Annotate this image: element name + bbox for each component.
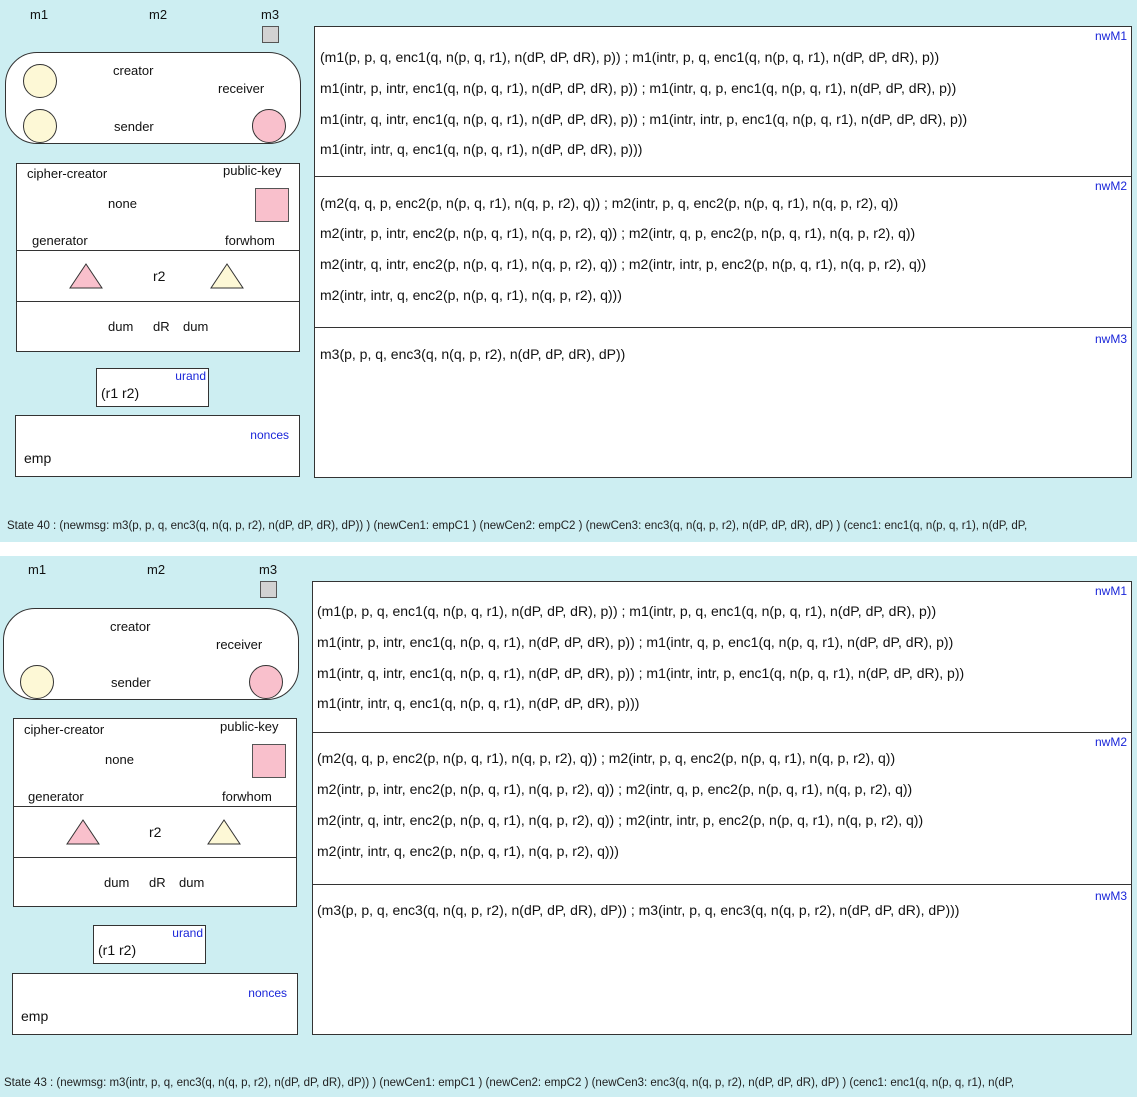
state-panel-2: m1 m2 m3 creator receiver sender cipher-… (0, 556, 1137, 1097)
receiver-label: receiver (216, 637, 263, 652)
sender-label: sender (114, 119, 154, 134)
generator-triangle-icon[interactable] (66, 819, 100, 845)
nwM3-section: nwM3 m3(p, p, q, enc3(q, n(q, p, r2), n(… (315, 327, 1131, 478)
nwM2-section: nwM2 (m2(q, q, p, enc2(p, n(p, q, r1), n… (315, 176, 1131, 327)
urand-box: urand (r1 r2) (93, 925, 206, 964)
m2-label: m2 (147, 562, 166, 577)
nwM2-line: m2(intr, p, intr, enc2(p, n(p, q, r1), n… (317, 781, 913, 797)
urand-box: urand (r1 r2) (96, 368, 209, 407)
nwM2-line: (m2(q, q, p, enc2(p, n(p, q, r1), n(q, p… (320, 195, 899, 211)
cipher-creator-box: cipher-creator public-key none generator… (13, 718, 297, 907)
m1-label: m1 (30, 7, 49, 22)
sender-circle-icon[interactable] (20, 665, 54, 699)
m1-label: m1 (28, 562, 47, 577)
roles-box: creator receiver sender (3, 608, 299, 700)
cipher-creator-box: cipher-creator public-key none generator… (16, 163, 300, 352)
nonces-value: emp (24, 450, 52, 466)
sender-label: sender (111, 675, 151, 690)
generator-row: r2 (14, 806, 296, 857)
sender-circle-icon[interactable] (23, 109, 57, 143)
nwM1-line: m1(intr, p, intr, enc1(q, n(p, q, r1), n… (320, 80, 957, 96)
nwM3-section: nwM3 (m3(p, p, q, enc3(q, n(q, p, r2), n… (313, 884, 1131, 1035)
nwM1-line: m1(intr, q, intr, enc1(q, n(p, q, r1), n… (320, 111, 968, 127)
nwM2-line: m2(intr, intr, q, enc2(p, n(p, q, r1), n… (317, 843, 619, 859)
nonces-tag: nonces (250, 428, 289, 442)
nwM3-tag: nwM3 (1094, 889, 1127, 903)
public-key-square-icon[interactable] (255, 188, 289, 222)
state-status-line: State 40 : (newmsg: m3(p, p, q, enc3(q, … (7, 520, 1028, 532)
r2-label: r2 (149, 824, 162, 840)
nonces-box: nonces emp (12, 973, 298, 1035)
nwM1-line: (m1(p, p, q, enc1(q, n(p, q, r1), n(dP, … (317, 603, 937, 619)
nwM1-line: m1(intr, p, intr, enc1(q, n(p, q, r1), n… (317, 634, 954, 650)
dR-label: dR (149, 875, 166, 890)
public-key-label: public-key (223, 163, 282, 178)
nwM3-line: (m3(p, p, q, enc3(q, n(q, p, r2), n(dP, … (317, 902, 960, 918)
message-area: nwM1 (m1(p, p, q, enc1(q, n(p, q, r1), n… (314, 26, 1132, 478)
generator-label: generator (28, 789, 84, 804)
generator-label: generator (32, 233, 88, 248)
nwM2-line: m2(intr, q, intr, enc2(p, n(p, q, r1), n… (317, 812, 924, 828)
m3-label: m3 (261, 7, 280, 22)
m3-square-icon[interactable] (262, 26, 279, 43)
nwM2-tag: nwM2 (1094, 735, 1127, 749)
receiver-circle-icon[interactable] (252, 109, 286, 143)
dum-label-2: dum (183, 319, 209, 334)
cipher-creator-title: cipher-creator (27, 166, 108, 181)
generator-triangle-icon[interactable] (69, 263, 103, 289)
nwM1-line: (m1(p, p, q, enc1(q, n(p, q, r1), n(dP, … (320, 49, 940, 65)
none-label: none (105, 752, 134, 767)
nonces-tag: nonces (248, 986, 287, 1000)
dum-label-1: dum (108, 319, 134, 334)
nwM2-line: m2(intr, q, intr, enc2(p, n(p, q, r1), n… (320, 256, 927, 272)
nwM1-line: m1(intr, intr, q, enc1(q, n(p, q, r1), n… (317, 695, 640, 711)
nwM1-tag: nwM1 (1094, 29, 1127, 43)
forwhom-label: forwhom (225, 233, 275, 248)
dum-label-2: dum (179, 875, 205, 890)
m3-square-icon[interactable] (260, 581, 277, 598)
creator-label: creator (113, 63, 154, 78)
r2-label: r2 (153, 268, 166, 284)
nwM3-line: m3(p, p, q, enc3(q, n(q, p, r2), n(dP, d… (320, 346, 626, 362)
dum-row: dum dR dum (14, 857, 296, 907)
urand-value: (r1 r2) (101, 385, 140, 401)
public-key-label: public-key (220, 719, 279, 734)
nonces-box: nonces emp (15, 415, 300, 477)
nwM1-section: nwM1 (m1(p, p, q, enc1(q, n(p, q, r1), n… (315, 27, 1131, 176)
roles-box: creator receiver sender (5, 52, 301, 144)
state-panel-1: m1 m2 m3 creator receiver sender cipher-… (0, 0, 1137, 542)
nwM2-line: (m2(q, q, p, enc2(p, n(p, q, r1), n(q, p… (317, 750, 896, 766)
nwM3-tag: nwM3 (1094, 332, 1127, 346)
nwM2-line: m2(intr, p, intr, enc2(p, n(p, q, r1), n… (320, 225, 916, 241)
m3-label: m3 (259, 562, 278, 577)
nwM2-line: m2(intr, intr, q, enc2(p, n(p, q, r1), n… (320, 287, 622, 303)
dum-row: dum dR dum (17, 301, 299, 352)
message-area: nwM1 (m1(p, p, q, enc1(q, n(p, q, r1), n… (312, 581, 1132, 1035)
creator-circle-icon[interactable] (23, 64, 57, 98)
public-key-square-icon[interactable] (252, 744, 286, 778)
state-status-line: State 43 : (newmsg: m3(intr, p, q, enc3(… (4, 1077, 1015, 1089)
forwhom-triangle-icon[interactable] (210, 263, 244, 289)
urand-tag: urand (172, 926, 203, 940)
forwhom-triangle-icon[interactable] (207, 819, 241, 845)
none-label: none (108, 196, 137, 211)
receiver-circle-icon[interactable] (249, 665, 283, 699)
urand-tag: urand (175, 369, 206, 383)
cipher-creator-title: cipher-creator (24, 722, 105, 737)
nwM1-line: m1(intr, intr, q, enc1(q, n(p, q, r1), n… (320, 141, 643, 157)
receiver-label: receiver (218, 81, 265, 96)
creator-label: creator (110, 619, 151, 634)
nwM1-tag: nwM1 (1094, 584, 1127, 598)
generator-row: r2 (17, 250, 299, 301)
m2-label: m2 (149, 7, 168, 22)
dum-label-1: dum (104, 875, 130, 890)
nwM2-section: nwM2 (m2(q, q, p, enc2(p, n(p, q, r1), n… (313, 732, 1131, 884)
nwM1-section: nwM1 (m1(p, p, q, enc1(q, n(p, q, r1), n… (313, 582, 1131, 732)
nwM2-tag: nwM2 (1094, 179, 1127, 193)
dR-label: dR (153, 319, 170, 334)
forwhom-label: forwhom (222, 789, 272, 804)
nwM1-line: m1(intr, q, intr, enc1(q, n(p, q, r1), n… (317, 665, 965, 681)
urand-value: (r1 r2) (98, 942, 137, 958)
nonces-value: emp (21, 1008, 49, 1024)
